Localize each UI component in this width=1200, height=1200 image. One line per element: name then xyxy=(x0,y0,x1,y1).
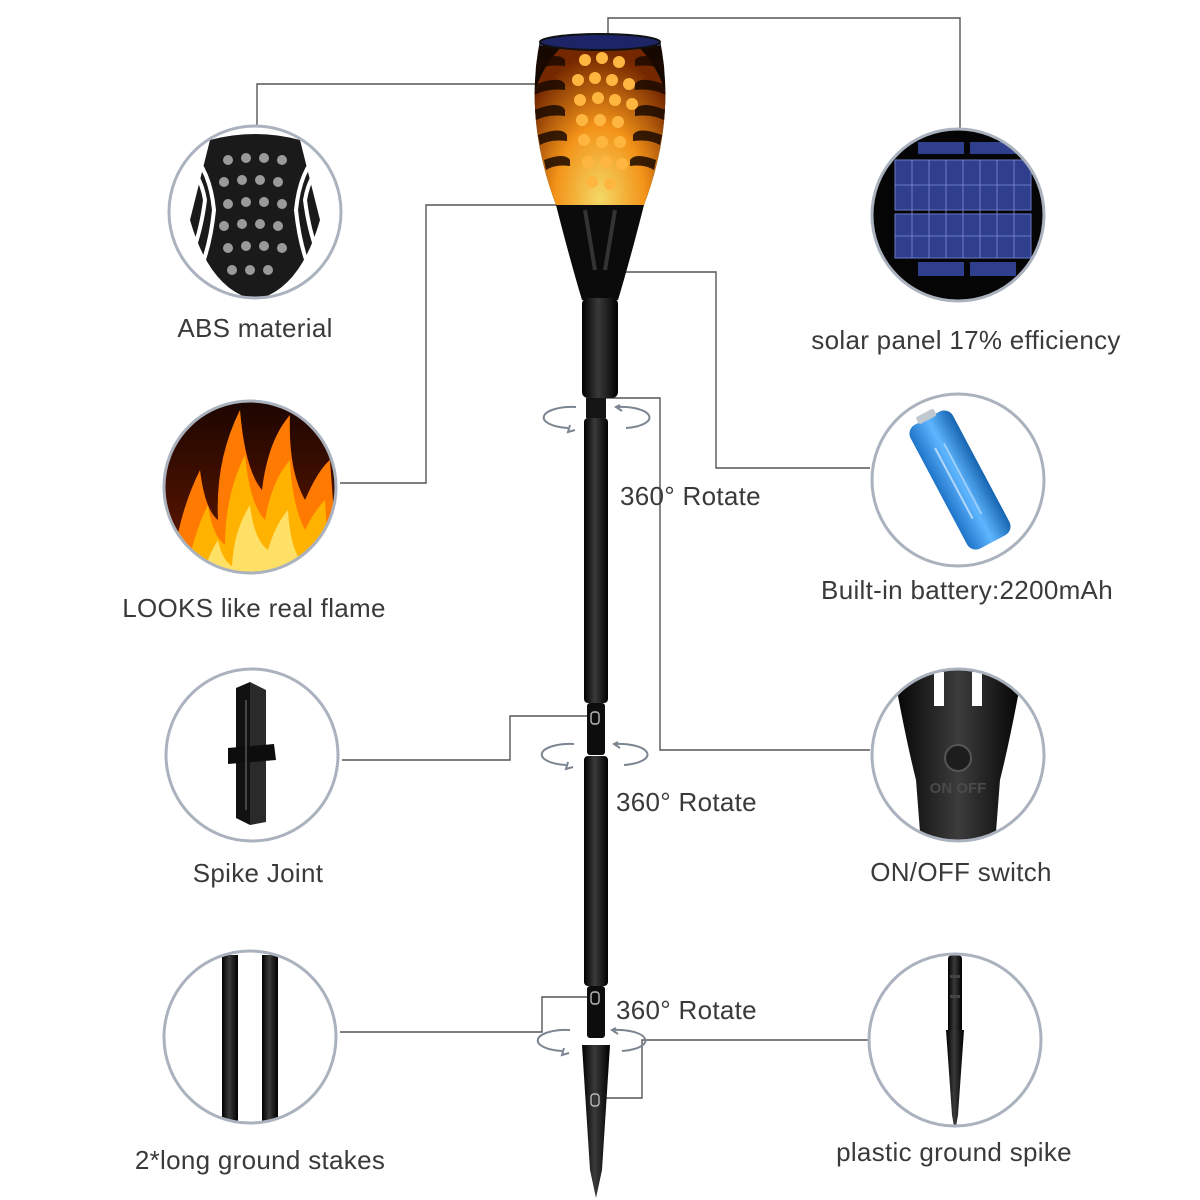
label-switch: ON/OFF switch xyxy=(870,857,1052,887)
torch-product xyxy=(534,33,666,1198)
pole-joint-1 xyxy=(587,703,605,755)
label-real-flame: LOOKS like real flame xyxy=(122,593,386,623)
leader-switch xyxy=(606,397,870,751)
switch-thumbnail: ON OFF xyxy=(870,667,1046,843)
label-battery: Built-in battery:2200mAh xyxy=(821,575,1113,605)
label-spike-joint: Spike Joint xyxy=(192,858,324,888)
leader-solar xyxy=(607,17,961,128)
leader-spike-joint xyxy=(342,715,593,761)
abs-material-thumbnail xyxy=(167,124,343,300)
leader-ground-spike xyxy=(593,1039,868,1099)
battery-thumbnail xyxy=(870,392,1046,568)
solar-panel-thumbnail xyxy=(870,127,1046,303)
power-button-icon xyxy=(944,744,972,772)
torch-handle xyxy=(582,298,618,398)
spike-joint-thumbnail xyxy=(164,667,340,843)
pole-joint-2 xyxy=(587,986,605,1038)
leader-lines xyxy=(256,17,961,1099)
pole-segment-1 xyxy=(584,418,608,703)
rotate-arrow-icon xyxy=(540,741,649,771)
switch-text: ON OFF xyxy=(930,780,987,797)
label-abs-material: ABS material xyxy=(177,313,333,343)
label-solar-panel: solar panel 17% efficiency xyxy=(811,325,1121,355)
torch-funnel xyxy=(556,205,644,300)
rotate-label-2: 360° Rotate xyxy=(616,787,757,817)
rotate-arrow-icon xyxy=(542,404,651,434)
rotate-label-3: 360° Rotate xyxy=(616,995,757,1025)
rotate-label-1: 360° Rotate xyxy=(620,481,761,511)
label-ground-stakes: 2*long ground stakes xyxy=(134,1145,386,1175)
flame-inside xyxy=(534,34,666,205)
pole-segment-2 xyxy=(584,756,608,986)
ground-stakes-thumbnail xyxy=(162,949,338,1125)
real-flame-thumbnail xyxy=(162,399,338,575)
label-ground-spike: plastic ground spike xyxy=(836,1137,1072,1167)
leader-stakes xyxy=(340,996,593,1033)
rotate-arrows xyxy=(536,404,651,1057)
leader-battery xyxy=(598,271,870,469)
pole-ground-spike xyxy=(582,1045,610,1198)
leader-flame xyxy=(340,204,605,484)
ground-spike-thumbnail xyxy=(867,952,1043,1128)
rotate-arrow-icon xyxy=(536,1027,647,1057)
